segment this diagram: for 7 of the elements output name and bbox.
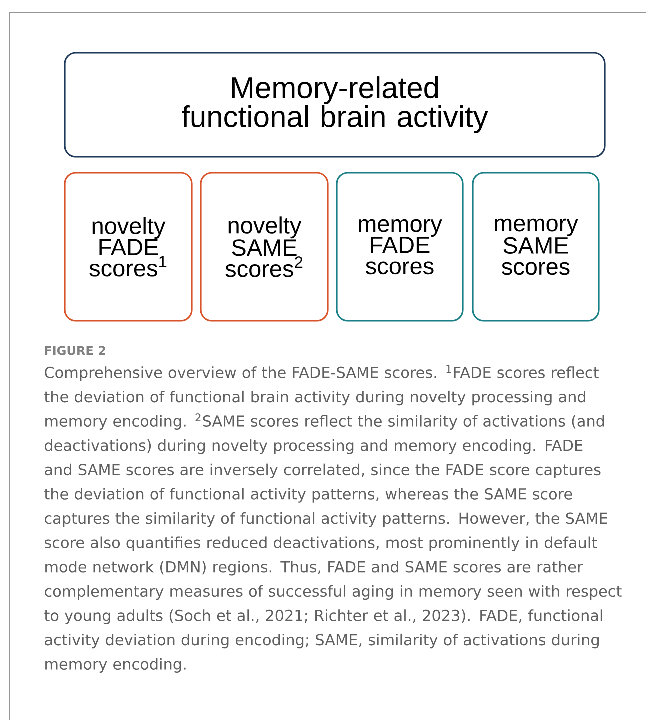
- figure-caption: Comprehensive overview of the FADE-SAME scores. $^{1}$FADE scores reflect the deviation of functional brain activity during novelty processing and memory encoding. $^{2}$SAME scores reflect the similarity of activations (and deactivations) during novelty processing and memory encoding. FADE and SAME scores are inversely correlated, since the FADE score captures the deviation of functional activity patterns, whereas the SAME score captures the similarity of functional activity patterns. However, the SAME score also quantifies reduced deactivations, most prominently in default mode network (DMN) regions. Thus, FADE and SAME scores are rather complementary measures of successful aging in memory seen with respect to young adults (Soch et al., 2021; Richter et al., 2023). FADE, functional activity deviation during encoding; SAME, similarity of activations during memory encoding.: [44, 365, 622, 673]
- score-box: novelty SAME scores$^{2}$: [200, 172, 329, 322]
- score-box: memory FADE scores: [336, 172, 464, 322]
- score-box: memory SAME scores: [472, 172, 600, 322]
- title-box: Memory-related functional brain activity: [64, 52, 606, 158]
- score-box: novelty FADE scores$^{1}$: [64, 172, 193, 322]
- figure-label: FIGURE 2: [45, 346, 106, 356]
